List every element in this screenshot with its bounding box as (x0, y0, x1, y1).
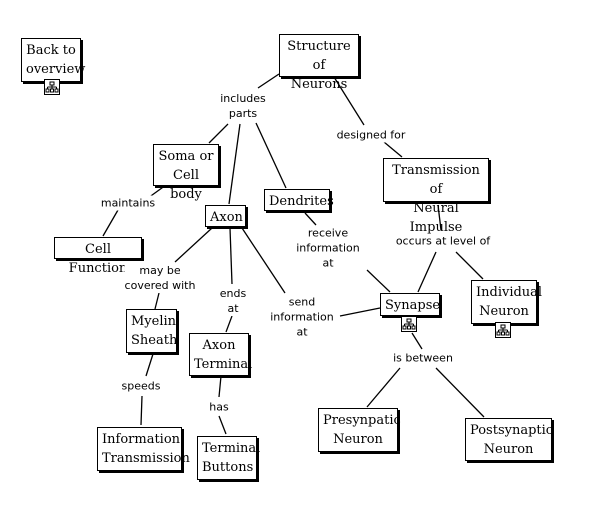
line-axon-send (241, 227, 286, 294)
line-transmission-occurs (437, 204, 442, 231)
line-receive-synapse (366, 269, 391, 293)
line-dendrites-receive (304, 212, 317, 226)
line-between-postsynaptic (435, 367, 485, 418)
terminal-buttons-node[interactable]: Terminal Buttons (197, 436, 260, 480)
line-axon-ends (229, 227, 233, 285)
soma-node[interactable]: Soma or Cell body (153, 144, 219, 202)
synapse-node[interactable]: Synapse (380, 293, 440, 316)
line-axon-covered (174, 227, 213, 263)
link-label-send-information: send information at (270, 294, 334, 340)
line-includes-soma (208, 123, 229, 144)
line-send-synapse (339, 307, 381, 317)
line-synapse-between (411, 332, 423, 350)
line-ends-terminal (225, 315, 233, 333)
line-maintains-cellfunction (102, 209, 119, 237)
line-designed-transmission (383, 141, 403, 158)
line-covered-myelin (154, 292, 160, 310)
link-label-covered-with: may be covered with (124, 263, 196, 293)
link-label-is-between: is between (393, 350, 453, 366)
cell-function-node[interactable]: Cell Function (54, 237, 142, 276)
line-speeds-info (140, 395, 143, 426)
transmission-node[interactable]: Transmission of Neural Impulse (383, 158, 489, 235)
submap-icon[interactable] (401, 316, 417, 332)
link-label-occurs-at-level: occurs at level of (395, 233, 491, 249)
link-label-receive-information: receive information at (296, 225, 360, 271)
information-transmission-node[interactable]: Information Transmission (97, 427, 190, 471)
link-label-maintains: maintains (100, 195, 156, 211)
line-between-presynaptic (366, 367, 401, 408)
line-occurs-synapse (417, 251, 437, 293)
link-label-speeds: speeds (121, 378, 161, 394)
postsynaptic-neuron-node[interactable]: Postsynaptic Neuron (465, 418, 553, 461)
link-label-ends-at: ends at (219, 286, 247, 316)
line-structure-includes (257, 73, 280, 89)
structure-of-neurons-node[interactable]: Structure of Neurons (279, 34, 359, 92)
line-occurs-individual (455, 251, 484, 280)
link-label-includes-parts: includes parts (220, 91, 266, 121)
link-label-has: has (209, 399, 229, 415)
individual-neuron-node[interactable]: Individual Neuron (471, 280, 542, 324)
dendrites-node[interactable]: Dendrites (264, 189, 334, 211)
axon-node[interactable]: Axon (205, 205, 246, 227)
back-to-overview-node[interactable]: Back to overview (21, 38, 85, 82)
line-includes-axon (228, 123, 241, 205)
line-myelin-speeds (145, 353, 154, 377)
link-label-designed-for: designed for (336, 127, 406, 143)
presynaptic-neuron-node[interactable]: Presynpatic Neuron (318, 408, 401, 452)
myelin-sheath-node[interactable]: Myelin Sheath (126, 309, 177, 353)
axon-terminal-node[interactable]: Axon Terminal (189, 333, 252, 376)
submap-icon[interactable] (495, 322, 511, 338)
line-includes-dendrites (255, 122, 287, 189)
submap-icon[interactable] (44, 79, 60, 95)
line-terminal-has (218, 375, 222, 398)
line-has-buttons (218, 415, 227, 435)
line-structure-designed (333, 76, 365, 126)
